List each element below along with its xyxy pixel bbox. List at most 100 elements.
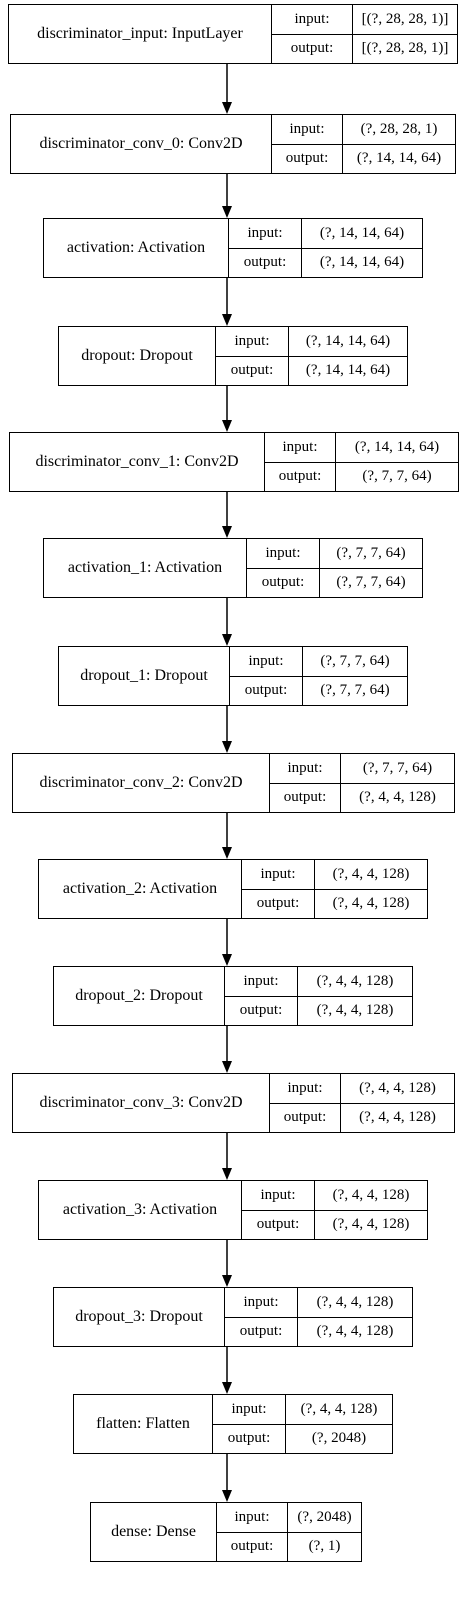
- layer-input-row: input: (?, 7, 7, 64): [270, 754, 454, 783]
- layer-input-row: input:(?, 7, 7, 64): [230, 647, 407, 676]
- layer-output-shape: (?, 1): [308, 1538, 341, 1555]
- layer-io-table: input:(?, 2048)output: (?, 1): [217, 1503, 361, 1561]
- layer-output-label: output:: [225, 1317, 298, 1346]
- layer-name: activation_3: Activation: [39, 1181, 242, 1239]
- layer-output-label: output:: [272, 34, 353, 63]
- layer-output-shape: (?, 7, 7, 64): [362, 468, 432, 485]
- layer-io-table: input: (?, 7, 7, 64) output: (?, 7, 7, 64): [247, 539, 422, 597]
- layer-io-table: input:(?, 7, 7, 64)output: (?, 7, 7, 64): [230, 647, 407, 705]
- connector-arrowhead: [222, 420, 232, 432]
- layer-input-row: input: (?, 4, 4, 128): [225, 1288, 412, 1317]
- layer-output-shape: (?, 4, 4, 128): [332, 1216, 410, 1233]
- connector-arrowhead: [222, 102, 232, 114]
- layer-output-row: output: (?, 2048): [213, 1423, 392, 1453]
- layer-input-label: input:: [247, 539, 320, 568]
- layer-input-row: input:(?, 4, 4, 128): [242, 860, 427, 889]
- layer-output-row: output: (?, 4, 4, 128): [270, 782, 454, 812]
- layer-input-shape: (?, 4, 4, 128): [359, 1079, 436, 1096]
- layer-output-row: output: (?, 7, 7, 64): [247, 567, 422, 597]
- layer-output-label: output:: [216, 356, 289, 385]
- layer-output-label: output:: [230, 676, 303, 705]
- layer-output-label: output:: [225, 996, 298, 1025]
- layer-input-row: input:(?, 14, 14, 64): [265, 433, 458, 462]
- connector-arrowhead: [222, 634, 232, 646]
- layer-name: dropout: Dropout: [59, 327, 216, 385]
- layer-input-label: input:: [216, 327, 289, 356]
- layer-name: activation: Activation: [44, 219, 229, 277]
- layer-input-shape: (?, 7, 7, 64): [336, 544, 406, 561]
- layer-io-table: input: (?, 4, 4, 128) output:(?, 4, 4, 128…: [270, 1074, 454, 1132]
- layer-name: discriminator_input: InputLayer: [9, 5, 272, 63]
- layer-input-row: input: (?, 4, 4, 128): [213, 1395, 392, 1424]
- layer-output-row: output: (?, 7, 7, 64): [230, 675, 407, 705]
- layer-output-label: output:: [247, 568, 320, 597]
- layer-name: discriminator_conv_2: Conv2D: [13, 754, 270, 812]
- layer-input-shape: (?, 2048): [297, 1508, 352, 1525]
- layer-output-shape: (?, 14, 14, 64): [356, 150, 442, 167]
- layer-output-label: output:: [270, 1103, 341, 1132]
- layer-input-shape: (?, 14, 14, 64): [305, 332, 391, 349]
- layer-input-shape: (?, 4, 4, 128): [316, 972, 394, 989]
- layer-input-shape: (?, 14, 14, 64): [319, 224, 405, 241]
- connector-arrowhead: [222, 1275, 232, 1287]
- layer-input-label: input:: [229, 219, 302, 248]
- layer-io-table: input:(?, 28, 28, 1)output: (?, 14, 14, 6…: [272, 115, 455, 173]
- layer-input-row: input:(?, 2048): [217, 1503, 361, 1532]
- layer-output-shape: (?, 2048): [311, 1430, 367, 1447]
- connector-arrowhead: [222, 526, 232, 538]
- layer-output-shape: (?, 7, 7, 64): [320, 682, 390, 699]
- layer-output-row: output:[(?, 28, 28, 1)]: [272, 33, 457, 63]
- layer-name: dropout_1: Dropout: [59, 647, 230, 705]
- connector-arrowhead: [222, 1490, 232, 1502]
- layer-output-row: output:(?, 4, 4, 128): [270, 1102, 454, 1132]
- layer-output-label: output:: [272, 144, 343, 173]
- layer-input-shape: [(?, 28, 28, 1)]: [361, 10, 449, 27]
- layer-input-label: input:: [270, 1074, 341, 1103]
- layer-output-row: output:(?, 14, 14, 64): [229, 247, 422, 277]
- layer-input-shape: (?, 4, 4, 128): [316, 1293, 394, 1310]
- layer-output-label: output:: [242, 889, 315, 918]
- layer-name: flatten: Flatten: [74, 1395, 213, 1453]
- layer-input-row: input: (?, 4, 4, 128): [270, 1074, 454, 1103]
- layer-output-label: output:: [217, 1532, 288, 1561]
- layer-output-row: output:(?, 7, 7, 64): [265, 461, 458, 491]
- layer-input-label: input:: [272, 115, 343, 144]
- layer-io-table: input: (?, 7, 7, 64) output: (?, 4, 4, 128): [270, 754, 454, 812]
- layer-input-shape: (?, 7, 7, 64): [362, 759, 433, 776]
- layer-input-shape: (?, 4, 4, 128): [300, 1400, 378, 1417]
- layer-output-label: output:: [270, 783, 341, 812]
- layer-name: activation_2: Activation: [39, 860, 242, 918]
- layer-io-table: input:(?, 4, 4, 128)output:(?, 4, 4, 128…: [242, 1181, 427, 1239]
- connector-arrowhead: [222, 1382, 232, 1394]
- layer-io-table: input:(?, 4, 4, 128)output: (?, 4, 4, 128…: [242, 860, 427, 918]
- layer-input-row: input: [(?, 28, 28, 1)]: [272, 5, 457, 34]
- layer-input-row: input:(?, 28, 28, 1): [272, 115, 455, 144]
- connector-arrowhead: [222, 954, 232, 966]
- layer-input-label: input:: [270, 754, 341, 783]
- layer-output-shape: (?, 4, 4, 128): [316, 1323, 394, 1340]
- layer-output-label: output:: [213, 1424, 286, 1453]
- layer-input-label: input:: [213, 1395, 286, 1424]
- layer-name: discriminator_conv_3: Conv2D: [13, 1074, 270, 1132]
- layer-output-shape: (?, 4, 4, 128): [359, 789, 436, 806]
- layer-output-shape: (?, 7, 7, 64): [336, 574, 406, 591]
- layer-input-label: input:: [225, 1288, 298, 1317]
- connector-arrowhead: [222, 1168, 232, 1180]
- layer-input-label: input:: [230, 647, 303, 676]
- connector-arrowhead: [222, 847, 232, 859]
- layer-output-row: output: (?, 4, 4, 128): [225, 1316, 412, 1346]
- layer-input-label: input:: [272, 5, 353, 34]
- layer-output-row: output: (?, 1): [217, 1531, 361, 1561]
- layer-input-shape: (?, 4, 4, 128): [332, 865, 410, 882]
- connector-arrowhead: [222, 1061, 232, 1073]
- layer-io-table: input: (?, 4, 4, 128) output: (?, 4, 4, 128…: [225, 1288, 412, 1346]
